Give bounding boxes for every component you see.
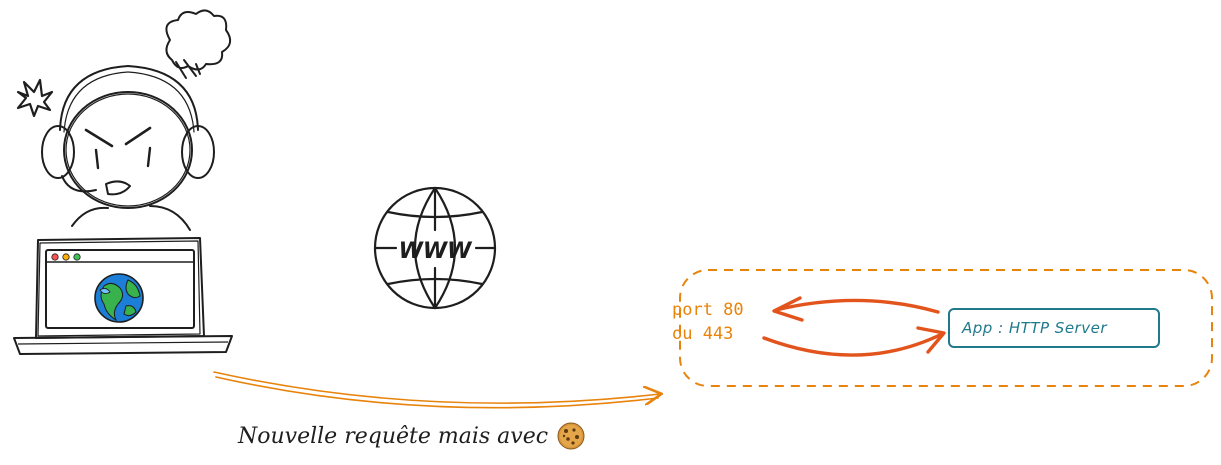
browser-globe-icon bbox=[94, 273, 144, 323]
port-label-line1: port 80 bbox=[672, 300, 744, 320]
www-label: WWW bbox=[399, 239, 474, 264]
http-server-box: App : HTTP Server bbox=[948, 308, 1160, 348]
laptop-icon bbox=[13, 237, 233, 355]
angry-user-icon bbox=[16, 9, 232, 231]
response-arrow bbox=[772, 296, 940, 322]
server-label: App : HTTP Server bbox=[962, 319, 1108, 337]
www-globe-icon bbox=[373, 186, 497, 310]
window-dot-red bbox=[51, 253, 59, 261]
port-label-line2: ou 443 bbox=[672, 324, 734, 344]
caption-text: Nouvelle requête mais avec bbox=[238, 423, 549, 449]
server-zone bbox=[679, 269, 1213, 387]
request-arrow bbox=[213, 371, 660, 409]
request-to-server-arrow bbox=[762, 326, 946, 357]
anger-burst bbox=[16, 78, 54, 118]
window-dot-green bbox=[73, 253, 81, 261]
window-dot-yellow bbox=[62, 253, 70, 261]
cookie-icon bbox=[557, 422, 585, 450]
anger-cloud bbox=[165, 9, 232, 71]
caption: Nouvelle requête mais avec bbox=[238, 421, 586, 451]
